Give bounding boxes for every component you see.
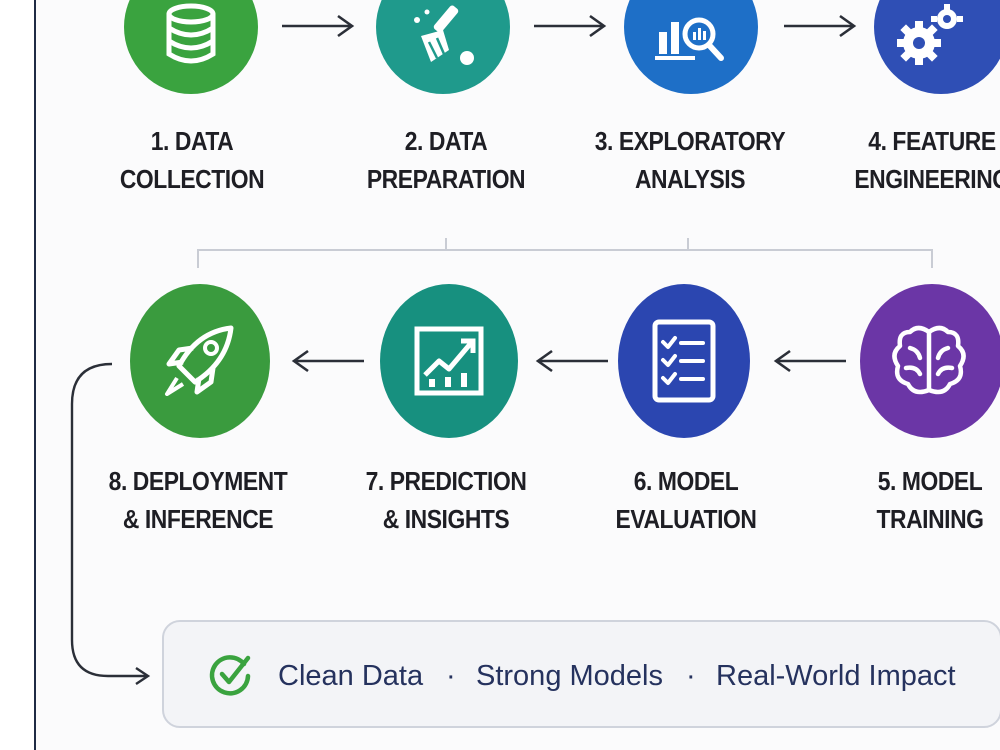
check-circle-icon (209, 655, 251, 696)
step-1-label: 1. DATA COLLECTION (119, 126, 265, 194)
arrow-2-to-3 (534, 14, 607, 38)
arrow-1-to-2 (282, 14, 355, 38)
step-6-circle (618, 284, 750, 438)
banner-separator: · (446, 660, 456, 692)
database-icon (166, 3, 216, 64)
arrow-5-to-6 (773, 349, 846, 373)
step-6-label: 6. MODEL EVALUATION (615, 466, 757, 534)
trend-chart-icon (414, 326, 484, 396)
banner-separator: · (686, 660, 696, 692)
step-5-label: 5. MODEL TRAINING (876, 466, 984, 534)
banner-item-strong-models: Strong Models (476, 660, 663, 692)
brain-icon (892, 325, 966, 395)
summary-banner: Clean Data · Strong Models · Real-World … (162, 620, 1000, 728)
step-8-label: 8. DEPLOYMENT & INFERENCE (108, 466, 288, 534)
step-7-label: 7. PREDICTION & INSIGHTS (365, 466, 527, 534)
arrow-7-to-8 (291, 349, 364, 373)
window-frame-left (0, 0, 36, 750)
step-5-circle (860, 284, 1000, 438)
step-3-label: 3. EXPLORATORY ANALYSIS (594, 126, 786, 194)
banner-item-clean-data: Clean Data (278, 660, 424, 692)
banner-item-real-world-impact: Real-World Impact (716, 660, 956, 692)
rocket-icon (165, 325, 234, 396)
checklist-icon (652, 319, 716, 403)
brush-icon (414, 5, 474, 65)
step-7-circle (380, 284, 518, 438)
chart-magnifier-icon (655, 17, 724, 61)
arrow-6-to-7 (535, 349, 608, 373)
arrow-3-to-4 (784, 14, 857, 38)
step-2-label: 2. DATA PREPARATION (366, 126, 526, 194)
gears-icon (897, 4, 963, 65)
step-8-circle (130, 284, 270, 438)
step-4-label: 4. FEATURE ENGINEERING (854, 126, 1000, 194)
